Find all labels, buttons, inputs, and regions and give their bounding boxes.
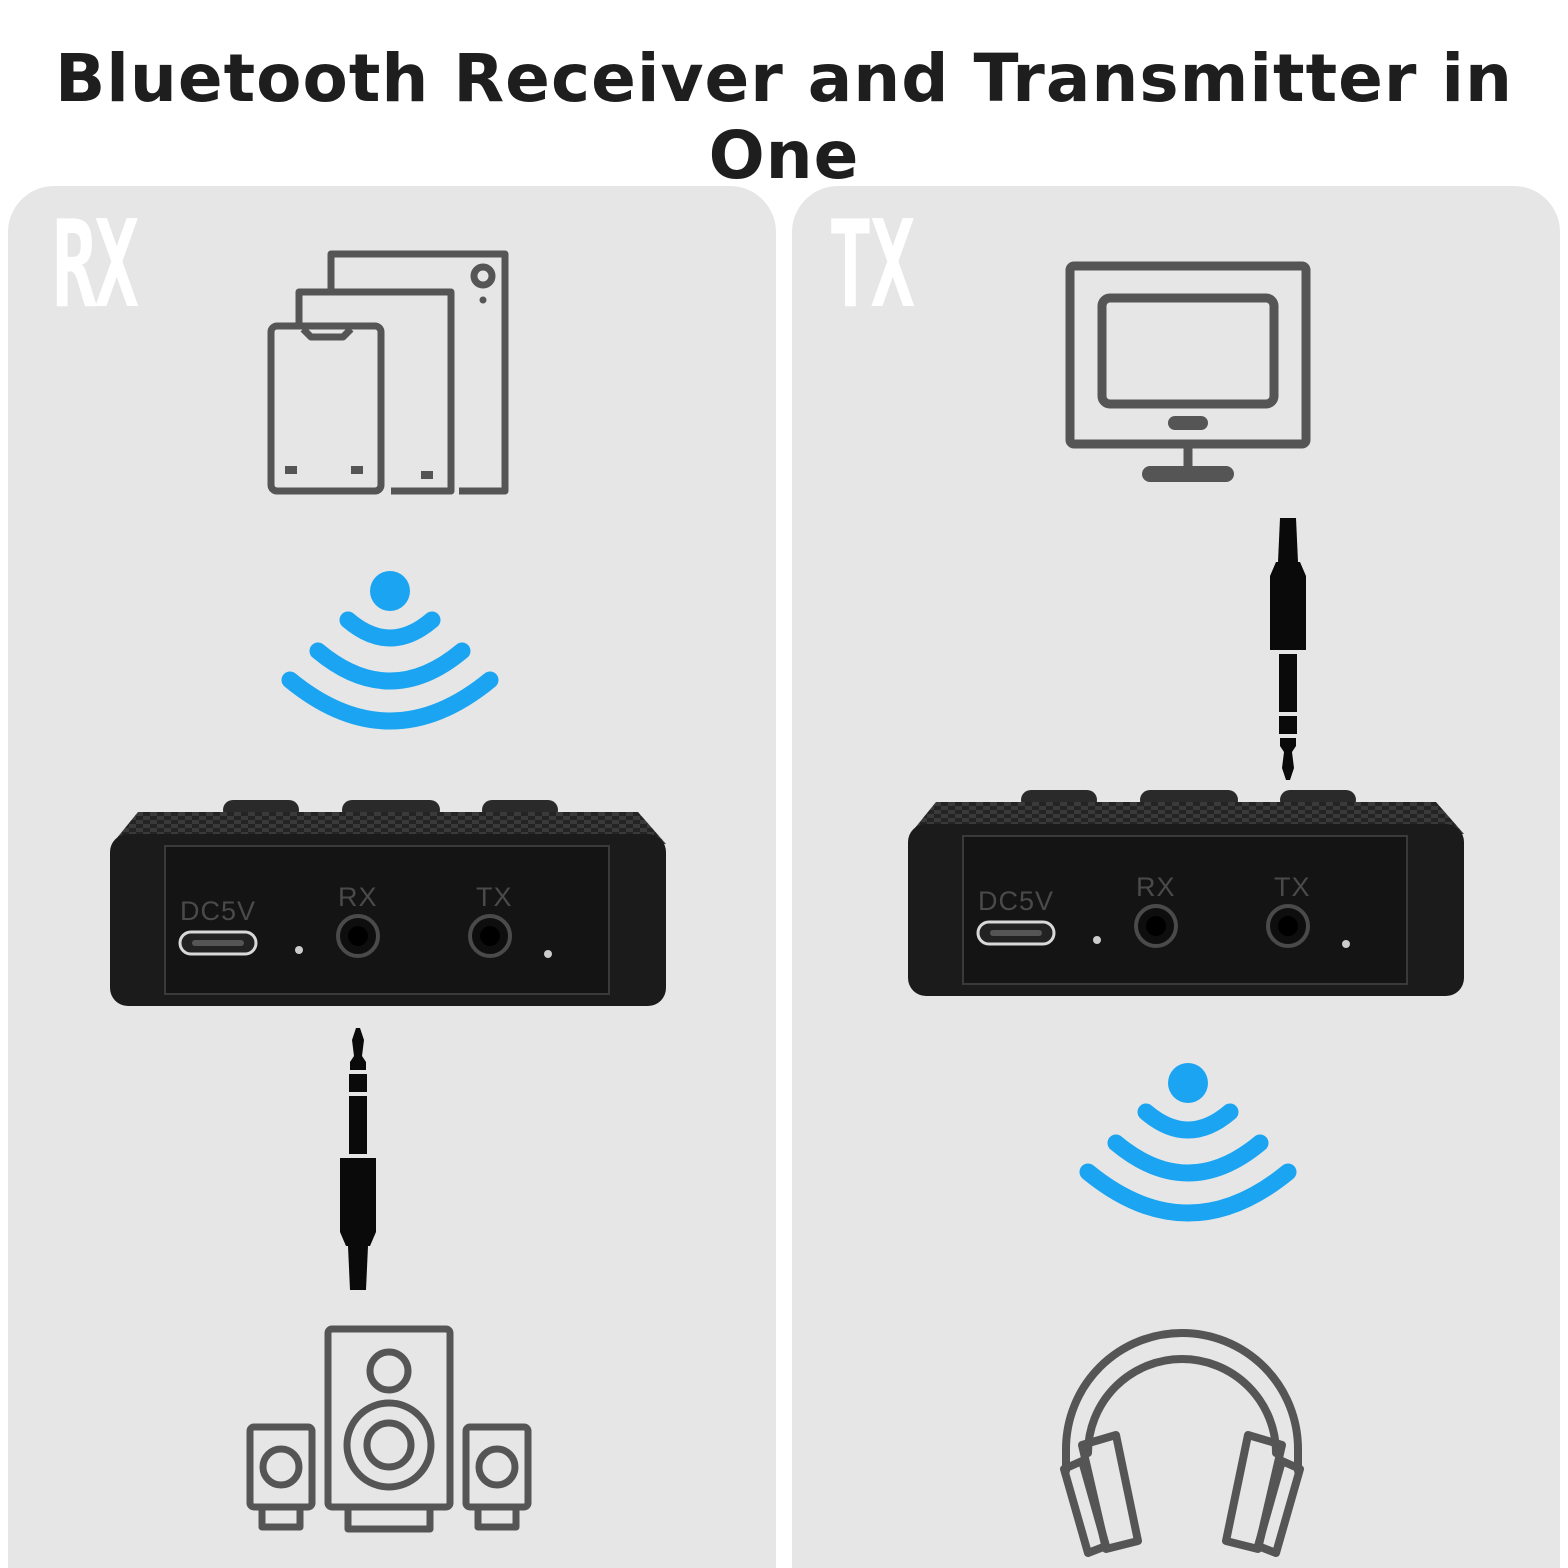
rx-port-label: RX	[338, 882, 378, 912]
rx-mode-label: RX	[52, 196, 139, 335]
phone-tablet-devices-icon	[267, 250, 509, 495]
tx-port-label: TX	[476, 882, 513, 912]
speaker-system-icon	[246, 1325, 532, 1533]
tx-port-label: TX	[1274, 872, 1311, 902]
rx-port-label: RX	[1136, 872, 1176, 902]
bluetooth-signal-icon	[281, 571, 499, 730]
headphones-icon	[1060, 1329, 1304, 1557]
bluetooth-adapter-device: DC5V RX TX	[908, 790, 1464, 996]
tx-mode-label: TX	[828, 196, 915, 335]
dc5v-port-label: DC5V	[180, 896, 256, 926]
rx-panel: RX	[8, 186, 776, 1568]
dc5v-port-label: DC5V	[978, 886, 1054, 916]
tx-panel: TX	[792, 186, 1560, 1568]
tv-monitor-icon	[1065, 261, 1311, 482]
page-title: Bluetooth Receiver and Transmitter in On…	[54, 40, 1514, 194]
bluetooth-adapter-device: DC5V RX TX	[110, 800, 666, 1006]
audio-jack-plug-icon	[340, 1028, 376, 1290]
audio-jack-plug-icon	[1270, 518, 1306, 780]
bluetooth-signal-icon	[1079, 1063, 1297, 1222]
